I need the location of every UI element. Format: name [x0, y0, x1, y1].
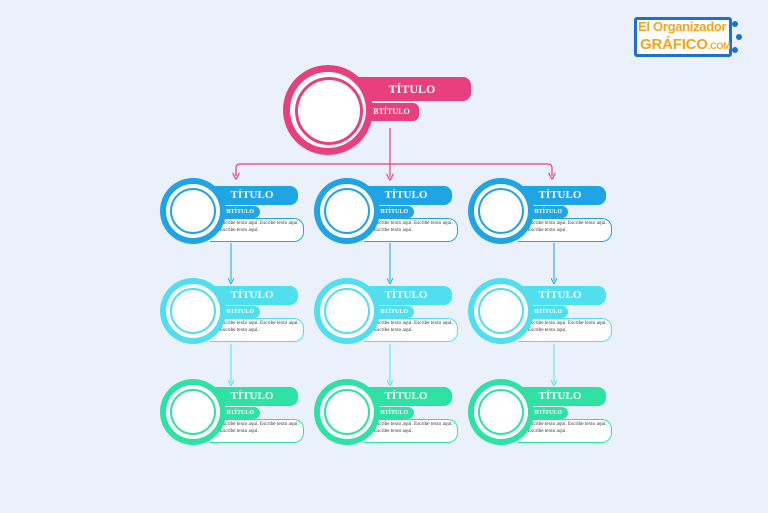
node-circle-inner-ring — [324, 188, 370, 234]
logo-line1: El Organizador — [638, 19, 727, 34]
node-circle-inner-ring — [324, 389, 370, 435]
root-circle-inner-ring — [295, 77, 363, 145]
node-circle-inner-ring — [324, 288, 370, 334]
node-text: Escribe texto aquí. Escribe texto aquí. … — [364, 218, 458, 242]
node-title: TÍTULO — [206, 186, 298, 205]
node-text: Escribe texto aquí. Escribe texto aquí. … — [364, 419, 458, 443]
node-text: Escribe texto aquí. Escribe texto aquí. … — [518, 318, 612, 342]
node-title: TÍTULO — [206, 286, 298, 305]
node-circle-inner-ring — [478, 188, 524, 234]
logo-frame — [634, 17, 732, 57]
node-circle-inner-ring — [170, 389, 216, 435]
logo-plug-icon — [736, 34, 742, 40]
logo-plug-icon — [732, 47, 738, 53]
logo-plug-icon — [732, 21, 738, 27]
node-circle-inner-ring — [478, 288, 524, 334]
node-text: Escribe texto aquí. Escribe texto aquí. … — [518, 218, 612, 242]
node-title: TÍTULO — [514, 286, 606, 305]
node-text: Escribe texto aquí. Escribe texto aquí. … — [210, 318, 304, 342]
root-title: TÍTULO — [353, 77, 471, 101]
node-title: TÍTULO — [360, 286, 452, 305]
row2-connectors — [231, 344, 554, 383]
node-title: TÍTULO — [206, 387, 298, 406]
row1-connectors — [231, 243, 554, 281]
node-title: TÍTULO — [360, 186, 452, 205]
logo-line2: GRÁFICO.COM — [640, 36, 731, 53]
node-text: Escribe texto aquí. Escribe texto aquí. … — [210, 218, 304, 242]
node-title: TÍTULO — [360, 387, 452, 406]
root-connector — [236, 128, 552, 177]
node-text: Escribe texto aquí. Escribe texto aquí. … — [518, 419, 612, 443]
node-title: TÍTULO — [514, 387, 606, 406]
node-title: TÍTULO — [514, 186, 606, 205]
node-text: Escribe texto aquí. Escribe texto aquí. … — [210, 419, 304, 443]
node-circle-inner-ring — [170, 288, 216, 334]
node-circle-inner-ring — [478, 389, 524, 435]
node-circle-inner-ring — [170, 188, 216, 234]
site-logo[interactable]: El Organizador GRÁFICO.COM — [634, 17, 742, 61]
node-text: Escribe texto aquí. Escribe texto aquí. … — [364, 318, 458, 342]
